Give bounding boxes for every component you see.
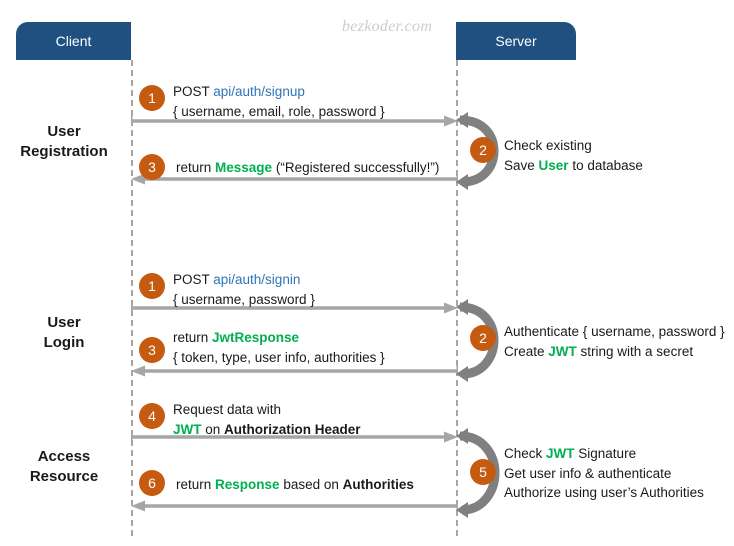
arrow-signup-response	[131, 173, 458, 185]
actor-client-box: Client	[16, 22, 131, 60]
message-signup-response: return Message (“Registered successfully…	[176, 158, 439, 178]
actor-server-box: Server	[456, 22, 576, 60]
message-resource-server: Check JWT Signature Get user info & auth…	[504, 444, 704, 503]
section-label-line2: Login	[43, 334, 85, 352]
message-line2: { token, type, user info, authorities }	[173, 349, 385, 365]
message-signin-request: POST api/auth/signin { username, passwor…	[173, 270, 315, 309]
step-circle-4-request: 4	[139, 403, 165, 429]
step-circle-2-login: 2	[470, 325, 496, 351]
message-line2: Create JWT string with a secret	[504, 343, 694, 359]
lifeline-server	[456, 60, 458, 536]
section-label-access-resource: Access Resource	[0, 447, 128, 488]
message-line1: POST api/auth/signin	[173, 272, 301, 287]
message-line2: JWT on Authorization Header	[173, 421, 361, 437]
step-circle-1-signup: 1	[139, 85, 165, 111]
step-circle-2-registration: 2	[470, 137, 496, 163]
section-label-line1: Access	[37, 448, 91, 465]
message-line1: Request data with	[173, 402, 282, 417]
section-label-line2: Registration	[20, 143, 108, 161]
message-registration-server: Check existing Save User to database	[504, 136, 643, 175]
section-label-user-registration: User Registration	[0, 122, 128, 163]
arrow-signup-request	[131, 115, 458, 127]
message-line1: Authenticate { username, password }	[504, 324, 725, 339]
message-signup-request: POST api/auth/signup { username, email, …	[173, 82, 385, 121]
arrow-signin-request	[131, 302, 458, 314]
message-line1: return JwtResponse	[173, 330, 300, 345]
actor-server-label: Server	[495, 33, 537, 49]
message-line1: Check JWT Signature	[504, 446, 637, 461]
arrow-resource-request	[131, 431, 458, 443]
actor-client-label: Client	[55, 33, 92, 49]
watermark-bezkoder: bezkoder.com	[342, 18, 433, 35]
message-resource-response: return Response based on Authorities	[176, 475, 414, 495]
message-resource-request: Request data with JWT on Authorization H…	[173, 400, 361, 439]
section-label-user-login: User Login	[0, 313, 128, 354]
message-signin-response: return JwtResponse { token, type, user i…	[173, 328, 385, 367]
message-line1: return Message (“Registered successfully…	[176, 160, 440, 175]
step-circle-1-signin: 1	[139, 273, 165, 299]
message-line2: { username, email, role, password }	[173, 103, 385, 119]
arrow-resource-response	[131, 500, 458, 512]
arrow-signin-response	[131, 365, 458, 377]
message-line1: POST api/auth/signup	[173, 84, 305, 99]
step-circle-6-response: 6	[139, 470, 165, 496]
lifeline-client	[131, 60, 133, 536]
message-line3: Authorize using user’s Authorities	[504, 485, 704, 501]
section-label-line2: Resource	[29, 468, 99, 486]
message-line1: return Response based on Authorities	[176, 477, 414, 492]
message-line2: Save User to database	[504, 157, 643, 173]
message-line2: { username, password }	[173, 291, 315, 307]
step-circle-3-signup-return: 3	[139, 154, 165, 180]
section-label-line1: User	[47, 123, 81, 140]
section-label-line1: User	[47, 314, 81, 331]
message-line1: Check existing	[504, 138, 592, 153]
step-circle-3-signin-return: 3	[139, 337, 165, 363]
step-circle-5-verify: 5	[470, 459, 496, 485]
message-login-server: Authenticate { username, password } Crea…	[504, 322, 725, 361]
message-line2: Get user info & authenticate	[504, 465, 672, 481]
